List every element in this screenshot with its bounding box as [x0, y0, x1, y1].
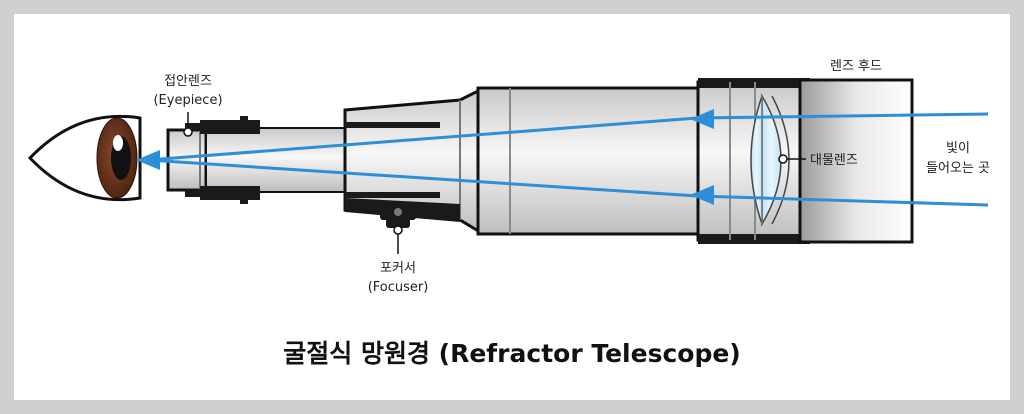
light-entry-label-1: 빛이	[946, 141, 970, 156]
main-tube	[476, 86, 700, 236]
eyepiece-label-en: (Eyepiece)	[153, 93, 222, 108]
ray-arrow-eye-icon	[136, 150, 160, 170]
draw-tube	[200, 116, 347, 204]
lens-hood	[798, 78, 914, 244]
light-entry-label-2: 들어오는 곳	[926, 161, 990, 176]
ray-arrow-lower-icon	[690, 185, 714, 205]
light-rays	[136, 109, 989, 207]
eyepiece-label-ko: 접안렌즈	[164, 74, 212, 89]
focuser-label-en: (Focuser)	[368, 280, 429, 295]
eye-icon	[27, 114, 142, 202]
focuser-knob-icon	[380, 206, 416, 228]
label-leaders	[183, 112, 806, 254]
ray-arrow-upper-icon	[690, 109, 714, 129]
lens-hood-label: 렌즈 후드	[830, 59, 882, 74]
focuser-label-ko: 포커서	[380, 261, 416, 276]
diagram-title: 굴절식 망원경 (Refractor Telescope)	[283, 339, 740, 368]
objective-lens-label: 대물렌즈	[810, 153, 858, 168]
